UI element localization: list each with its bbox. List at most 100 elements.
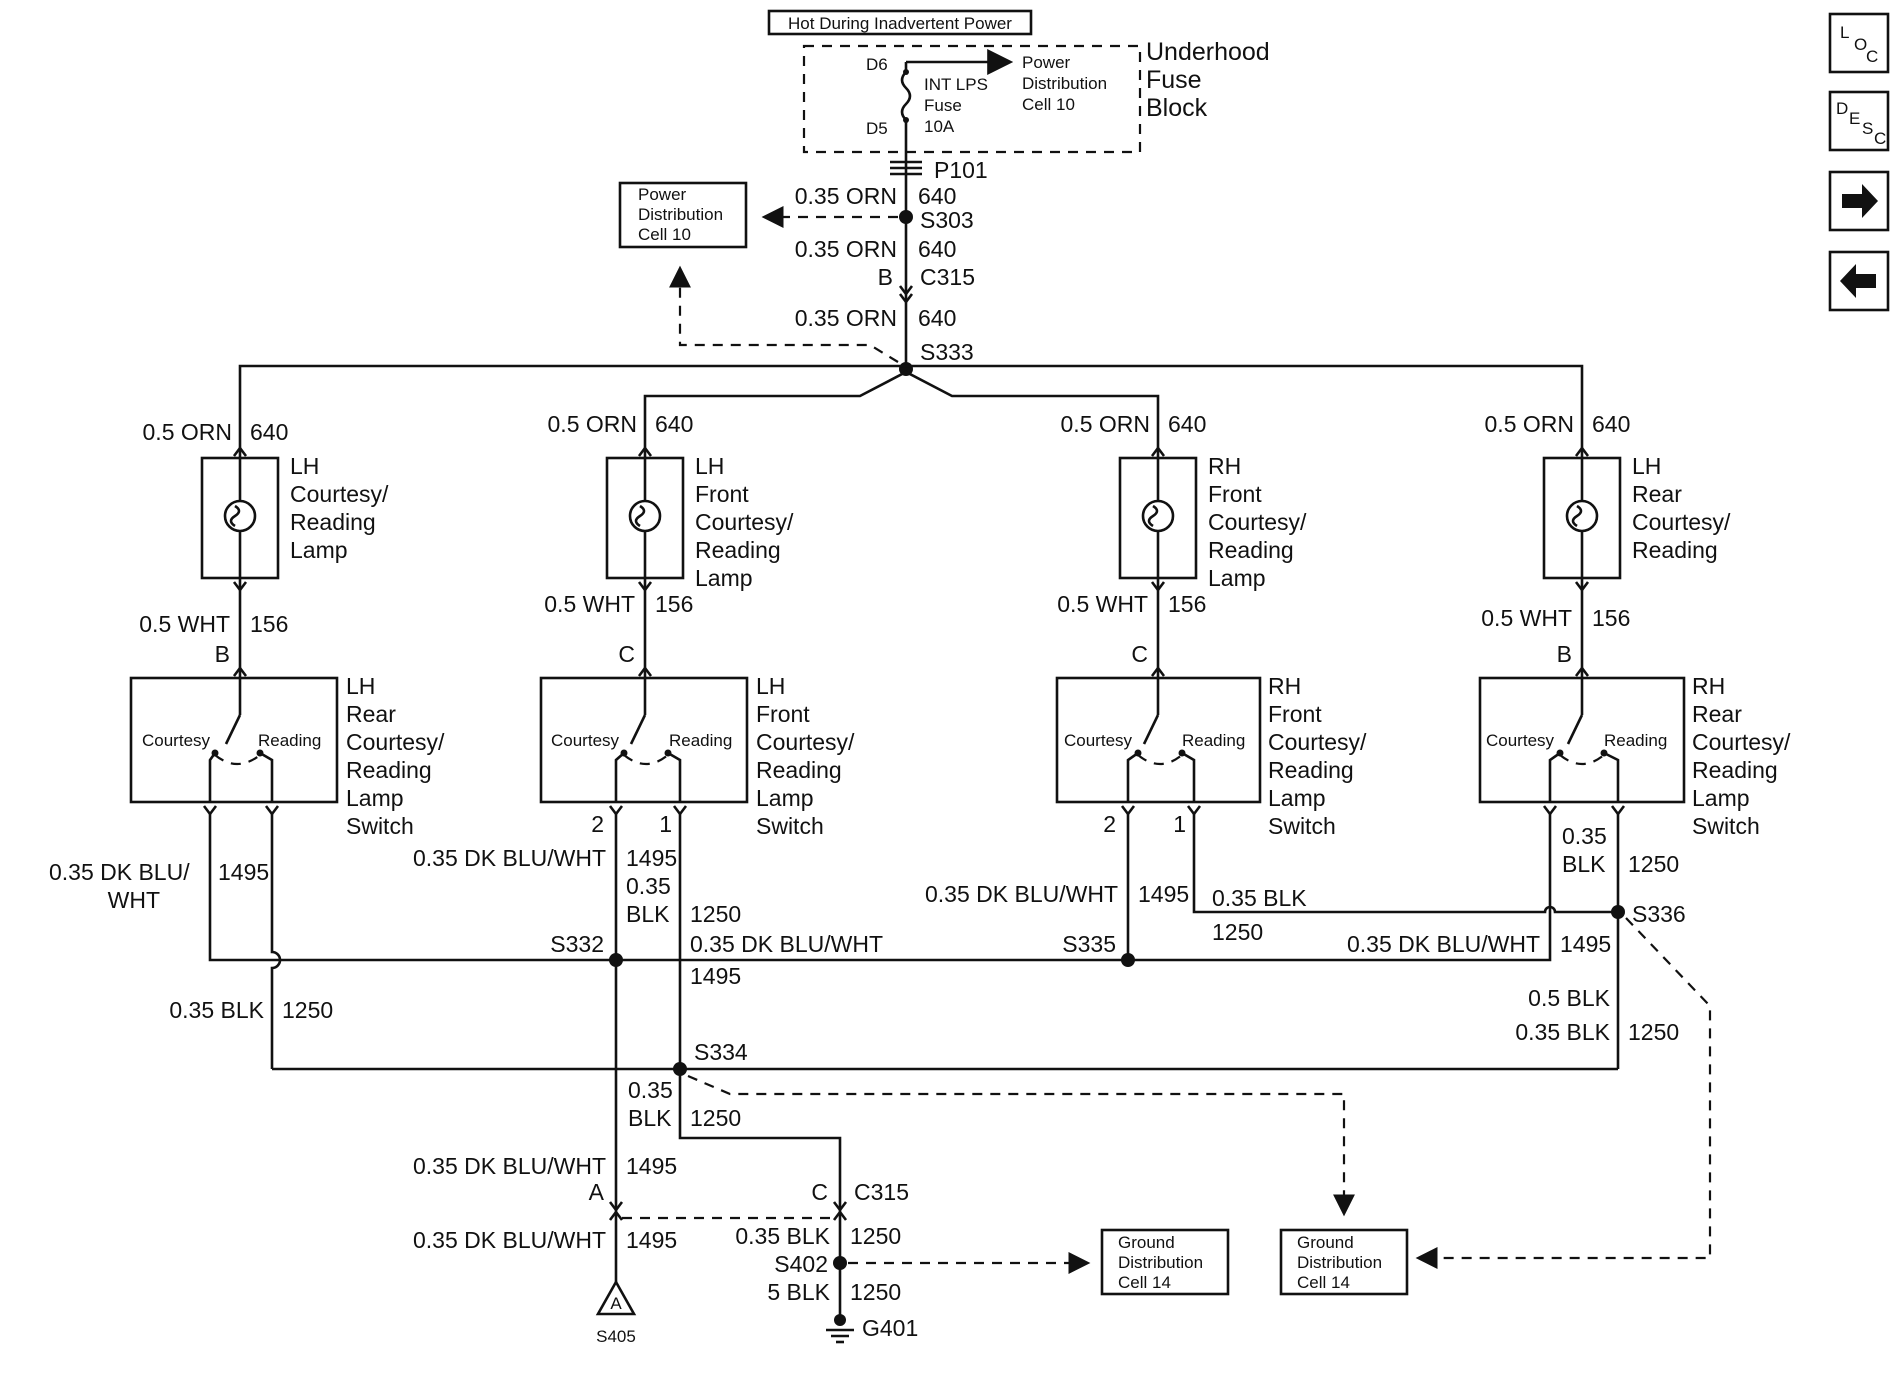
switch-3-reading: Reading <box>1182 731 1245 750</box>
lamp-4-out: 0.5 WHT <box>1481 605 1572 631</box>
splice-s333-label: S333 <box>920 339 974 365</box>
power-distribution-ref <box>618 181 748 249</box>
svg-text:O: O <box>1854 35 1867 54</box>
power-distribution-ref-label: Power Distribution Cell 10 <box>638 185 728 244</box>
switch-4-reading: Reading <box>1604 731 1667 750</box>
blk-lower-ckt: 1250 <box>850 1223 901 1249</box>
connector-p101: P101 <box>934 157 988 183</box>
loc-button[interactable]: L O C <box>1828 12 1890 74</box>
sw3-blk-label: 0.35 BLK <box>1212 885 1307 911</box>
ground-ref-right <box>1279 1228 1409 1296</box>
s336-down-b: 0.35 BLK <box>1515 1019 1610 1045</box>
blu-upper-label: 0.35 DK BLU/WHT <box>413 1153 606 1179</box>
lamp-2-feed-ckt: 640 <box>655 411 693 437</box>
sw1-blk-ckt: 1250 <box>282 997 333 1023</box>
fuse-block-name: Underhood Fuse Block <box>1146 38 1277 122</box>
lamp-1-feed-ckt: 640 <box>250 419 288 445</box>
lamp-2-pin: C <box>618 641 635 667</box>
lamp-bulb-icon <box>223 499 257 533</box>
svg-text:E: E <box>1849 109 1860 128</box>
splice-s402-label: S402 <box>774 1251 828 1277</box>
s405-triangle <box>595 1279 637 1316</box>
svg-text:L: L <box>1840 23 1849 42</box>
sw2-blu-label: 0.35 DK BLU/WHT <box>413 845 606 871</box>
s336-down-a: 0.5 BLK <box>1528 985 1610 1011</box>
sw1-blk-label: 0.35 BLK <box>169 997 264 1023</box>
lamp-lh-rear: 0.5 ORN 640 0.5 WHT 156 B LH Rear Courte… <box>1481 411 1737 678</box>
sw2-blk-ckt: 1250 <box>690 901 741 927</box>
s336-blu-ckt: 1495 <box>1560 931 1611 957</box>
svg-text:C: C <box>1866 47 1878 66</box>
lamp-1-pin: B <box>215 641 230 667</box>
lamp-lh-front: 0.5 ORN 640 0.5 WHT 156 C LH Front Court… <box>544 411 800 678</box>
blu-lower-label: 0.35 DK BLU/WHT <box>413 1227 606 1253</box>
fuse-terminal-d6: D6 <box>866 55 888 74</box>
next-button[interactable] <box>1828 170 1890 232</box>
svg-text:D: D <box>1836 99 1848 118</box>
s336-blu-label: 0.35 DK BLU/WHT <box>1347 931 1540 957</box>
switch-3-pin-2: 2 <box>1103 811 1116 837</box>
switch-rh-front: Courtesy Reading RH Front Courtesy/ Read… <box>1055 673 1367 839</box>
switch-4-courtesy: Courtesy <box>1486 731 1555 750</box>
blu-lower-ckt: 1495 <box>626 1227 677 1253</box>
sw3-blu-ckt: 1495 <box>1138 881 1189 907</box>
switch-2-pin-2: 2 <box>591 811 604 837</box>
blk-trunk <box>678 1069 842 1218</box>
c315-pin-a: A <box>589 1179 605 1205</box>
hot-label-box <box>767 9 1033 36</box>
s405-label: S405 <box>596 1327 636 1346</box>
switch-3-pin-1: 1 <box>1173 811 1186 837</box>
switch-4-name: RH Rear Courtesy/ Reading Lamp Switch <box>1692 673 1797 839</box>
s332-right-ckt: 1495 <box>690 963 741 989</box>
blu-upper-ckt: 1495 <box>626 1153 677 1179</box>
lamp-lh-courtesy: 0.5 ORN 640 0.5 WHT 156 B LH Courtesy/ R… <box>139 419 389 678</box>
switch-2-reading: Reading <box>669 731 732 750</box>
s405-mark: A <box>610 1294 622 1313</box>
sw3-blu-label: 0.35 DK BLU/WHT <box>925 881 1118 907</box>
splice-s335 <box>1121 953 1135 967</box>
sw4-blk-label: 0.35 BLK <box>1562 823 1613 877</box>
lamp-rh-front: 0.5 ORN 640 0.5 WHT 156 C RH Front Court… <box>1057 411 1313 678</box>
lamp-2-out-ckt: 156 <box>655 591 693 617</box>
splice-s335-label: S335 <box>1062 931 1116 957</box>
svg-text:S: S <box>1862 119 1873 138</box>
splice-s303 <box>899 210 913 224</box>
s334-to-ground-ref <box>687 1074 1355 1217</box>
lamp-4-name: LH Rear Courtesy/ Reading <box>1632 453 1737 563</box>
lamp-3-name: RH Front Courtesy/ Reading Lamp <box>1208 453 1313 591</box>
fuse-label: INT LPS Fuse 10A <box>924 75 993 136</box>
switch-1-reading: Reading <box>258 731 321 750</box>
arrow-right-icon <box>1842 184 1878 218</box>
splice-s402 <box>833 1256 847 1270</box>
prev-button[interactable] <box>1828 250 1890 312</box>
wire-2-color: 0.35 ORN <box>795 236 897 262</box>
switch-lh-front: Courtesy Reading LH Front Courtesy/ Read… <box>539 673 855 839</box>
s334-down-ckt: 1250 <box>690 1105 741 1131</box>
lamp-3-out: 0.5 WHT <box>1057 591 1148 617</box>
lamp-1-feed: 0.5 ORN <box>143 419 232 445</box>
hot-label: Hot During Inadvertent Power <box>788 14 1012 33</box>
fuse-terminal-d5: D5 <box>866 119 888 138</box>
s336-down-ckt: 1250 <box>1628 1019 1679 1045</box>
sw2-blk-label: 0.35 BLK <box>626 873 677 927</box>
lamp-2-feed: 0.5 ORN <box>548 411 637 437</box>
c315-pin-c: C <box>811 1179 828 1205</box>
sw3-blk-ckt: 1250 <box>1212 919 1263 945</box>
ground-ref-left-label: Ground Distribution Cell 14 <box>1118 1233 1208 1292</box>
switch-1-courtesy: Courtesy <box>142 731 211 750</box>
lamp-4-feed-ckt: 640 <box>1592 411 1630 437</box>
lamp-2-name: LH Front Courtesy/ Reading Lamp <box>695 453 800 591</box>
c315-bottom-label: C315 <box>854 1179 909 1205</box>
lamp-4-feed: 0.5 ORN <box>1485 411 1574 437</box>
feed-bus-outer <box>238 364 1584 532</box>
wire-1-color: 0.35 ORN <box>795 183 897 209</box>
fuse-block-outline <box>802 44 1142 154</box>
s332-right-label: 0.35 DK BLU/WHT <box>690 931 883 957</box>
desc-button[interactable]: D E S C <box>1828 90 1890 152</box>
blk-lower-label: 0.35 BLK <box>735 1223 830 1249</box>
svg-text:C: C <box>1874 129 1886 148</box>
feed-bus-inner <box>643 370 1160 532</box>
blu-wht-bus <box>208 814 1552 962</box>
ground-wire-label: 5 BLK <box>767 1279 830 1305</box>
